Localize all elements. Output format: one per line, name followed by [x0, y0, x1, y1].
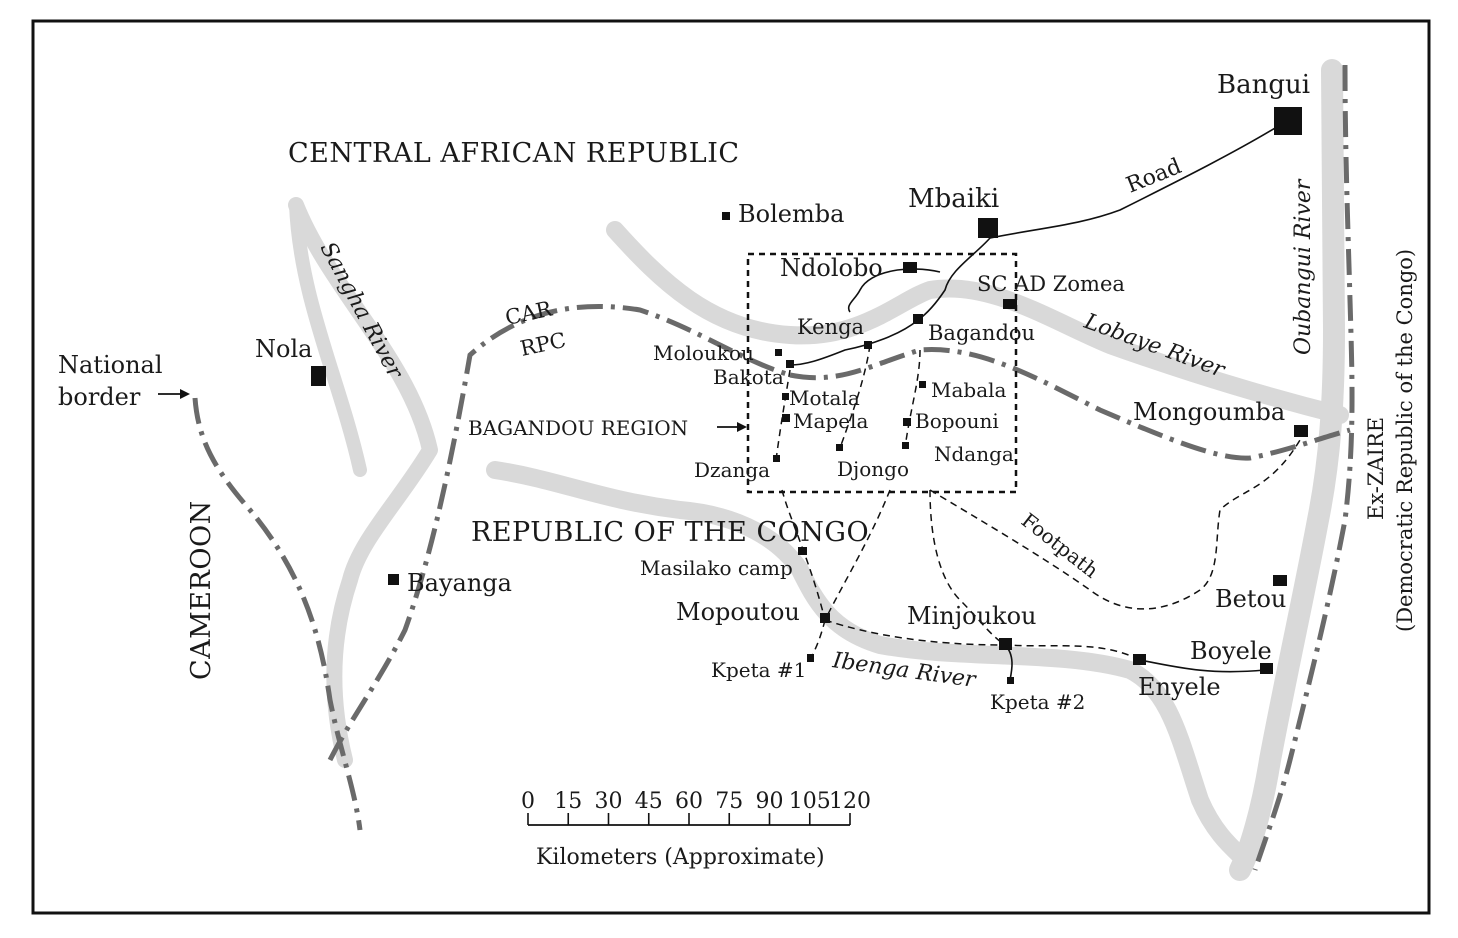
label-kpeta2: Kpeta #2 — [990, 690, 1085, 714]
border-car-congo-west — [327, 303, 791, 762]
scale-caption: Kilometers (Approximate) — [536, 845, 825, 870]
scale-tick-label: 60 — [675, 789, 703, 814]
bakota-marker — [786, 360, 794, 368]
label-bakota: Bakota — [713, 365, 784, 389]
label-boyele: Boyele — [1190, 637, 1272, 665]
bagandou-region-box — [746, 252, 1018, 494]
label-dzanga: Dzanga — [694, 458, 770, 482]
border-cameroon-car — [192, 397, 363, 831]
label-drc: (Democratic Republic of the Congo) — [1393, 249, 1417, 632]
label-djongo: Djongo — [837, 457, 909, 481]
kpeta1-marker — [807, 654, 814, 662]
label-ndolobo: Ndolobo — [780, 254, 883, 282]
bayanga-marker — [388, 574, 399, 585]
scale-tick-label: 15 — [554, 789, 582, 814]
label-mbaiki: Mbaiki — [908, 184, 999, 214]
ndolobo-marker — [903, 262, 917, 273]
label-bangui: Bangui — [1217, 70, 1310, 100]
scale-tick-label: 90 — [756, 789, 784, 814]
label-bagandou-region: BAGANDOU REGION — [468, 416, 688, 440]
scad-marker — [1003, 299, 1017, 309]
footpath-inside-west — [839, 344, 871, 449]
bopouni-marker — [903, 418, 911, 426]
label-moloukou: Moloukou — [653, 341, 754, 365]
bolemba-marker — [722, 212, 730, 220]
label-bopouni: Bopouni — [915, 409, 999, 433]
kpeta2-marker — [1007, 677, 1014, 684]
scale-tick-label: 75 — [715, 789, 743, 814]
label-kpeta1: Kpeta #1 — [711, 658, 806, 682]
label-betou: Betou — [1215, 585, 1286, 613]
sangha-river-line — [288, 197, 438, 768]
label-scad: SC AD Zomea — [977, 272, 1125, 296]
footpath-main — [929, 439, 1301, 610]
footpath-djongo-mopoutou — [824, 489, 891, 621]
border-car-congo-east — [789, 347, 1351, 461]
national-borders — [192, 64, 1355, 871]
border-congo-drc — [1252, 64, 1355, 871]
label-bolemba: Bolemba — [738, 200, 844, 228]
bagandou-marker — [913, 314, 923, 324]
label-car: CENTRAL AFRICAN REPUBLIC — [288, 138, 740, 169]
mongoumba-marker — [1294, 425, 1308, 437]
label-mapela: Mapela — [793, 409, 868, 433]
motala-marker — [782, 393, 789, 400]
label-bagandou: Bagandou — [928, 321, 1035, 345]
kenga-marker — [864, 341, 872, 349]
mabala-marker — [919, 381, 926, 388]
label-mongoumba: Mongoumba — [1133, 398, 1285, 426]
footpath-minjoukou — [929, 489, 1006, 646]
label-congo: REPUBLIC OF THE CONGO — [471, 517, 869, 548]
label-bayanga: Bayanga — [407, 569, 512, 597]
label-motala: Motala — [789, 386, 860, 410]
settlement-markers — [311, 107, 1308, 684]
footpath-inside-east — [904, 349, 921, 449]
label-kenga: Kenga — [797, 315, 864, 339]
label-cameroon: CAMEROON — [186, 500, 217, 680]
label-oubangui-river: Oubangui River — [1291, 178, 1316, 355]
label-mabala: Mabala — [931, 378, 1007, 402]
label-ndanga: Ndanga — [934, 442, 1014, 466]
label-enyele: Enyele — [1138, 673, 1221, 701]
minjoukou-marker — [999, 638, 1012, 650]
oubangui-river-line — [1229, 59, 1345, 881]
roads — [789, 121, 1286, 681]
label-minjoukou: Minjoukou — [907, 602, 1037, 630]
rivers — [288, 59, 1349, 881]
sangha-west-branch — [289, 198, 367, 477]
road-betou-boyele — [1139, 659, 1266, 673]
betou-marker — [1273, 575, 1287, 586]
mbaiki-marker — [978, 218, 998, 238]
nola-marker — [311, 366, 326, 386]
ibenga-congo-river-line — [486, 461, 1254, 869]
masilako-marker — [798, 547, 807, 555]
mopoutou-marker — [820, 613, 830, 623]
label-mopoutou: Mopoutou — [676, 598, 800, 626]
label-national-border-1: National — [58, 351, 163, 379]
mapela-marker — [782, 414, 790, 422]
scale-tick-label: 0 — [521, 789, 535, 814]
scale-tick-label: 105 — [789, 789, 831, 814]
road-mbaiki-bagandou — [917, 237, 991, 321]
dzanga-marker — [773, 455, 780, 462]
scale-tick-label: 120 — [829, 789, 871, 814]
scale-tick-label: 30 — [595, 789, 623, 814]
road-bangui-mbaiki — [989, 121, 1286, 239]
djongo-marker — [836, 444, 843, 451]
label-nola: Nola — [255, 335, 312, 363]
scale-tick-label: 45 — [635, 789, 663, 814]
ndanga-marker — [902, 442, 909, 449]
lobaye-river-line — [606, 221, 1349, 424]
boyele-marker — [1260, 663, 1273, 674]
moloukou-marker — [775, 349, 782, 356]
road-bagandou-moloukou — [789, 319, 919, 366]
label-national-border-2: border — [58, 383, 141, 411]
label-ex-zaire: Ex-ZAIRE — [1364, 417, 1388, 520]
enyele-marker — [1133, 654, 1146, 665]
bangui-marker — [1274, 107, 1302, 135]
label-masilako: Masilako camp — [640, 556, 793, 580]
